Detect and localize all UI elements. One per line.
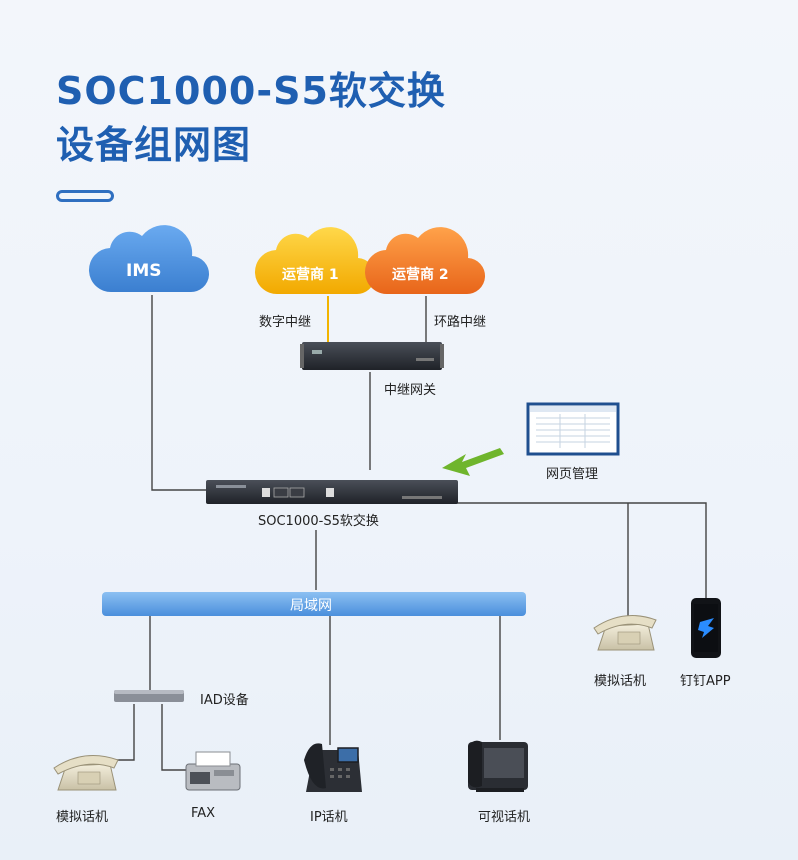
softswitch-dingtalk-line (456, 502, 707, 600)
analog-phone-left-icon (53, 755, 119, 791)
ims-cloud (88, 225, 210, 293)
carrier1-cloud (254, 227, 376, 295)
title-decoration (56, 190, 114, 202)
connection-lines (112, 295, 707, 771)
web-management-label: 网页管理 (546, 467, 599, 482)
arrow-icon (442, 448, 504, 476)
analog-phone-right-icon (593, 615, 657, 651)
web-management-icon (526, 402, 620, 456)
carrier2-label: 运营商 2 (392, 267, 449, 283)
page-title-line2: 设备组网图 (56, 123, 252, 167)
fax-icon (185, 751, 241, 791)
iad-device (114, 690, 184, 702)
ip-phone-label: IP话机 (310, 810, 348, 825)
dingtalk-app-label: 钉钉APP (680, 674, 731, 689)
ims-link-line (151, 295, 210, 491)
lan-label: 局域网 (290, 598, 332, 614)
trunk-gateway-device (300, 342, 444, 370)
ims-label: IMS (126, 261, 162, 281)
digital-trunk-label: 数字中继 (259, 315, 312, 330)
trunk-gateway-label: 中继网关 (384, 383, 437, 398)
fax-label: FAX (191, 806, 216, 821)
softswitch-device (206, 480, 458, 504)
carrier1-label: 运营商 1 (282, 267, 339, 283)
dingtalk-phone-icon (691, 598, 721, 658)
lan-bar (102, 592, 526, 616)
softswitch-label: SOC1000-S5软交换 (258, 514, 379, 529)
video-phone-label: 可视话机 (478, 810, 531, 825)
iad-label: IAD设备 (200, 693, 249, 708)
analog-phone-left-label: 模拟话机 (56, 810, 109, 825)
iad-fax-line (161, 704, 196, 771)
page-title-line1: SOC1000-S5软交换 (56, 69, 446, 113)
analog-phone-right-label: 模拟话机 (594, 674, 647, 689)
iad-analog-line (112, 704, 135, 761)
ip-phone-icon (304, 743, 362, 792)
video-phone-icon (468, 740, 528, 792)
carrier2-cloud (364, 227, 486, 295)
loop-trunk-label: 环路中继 (434, 315, 487, 330)
